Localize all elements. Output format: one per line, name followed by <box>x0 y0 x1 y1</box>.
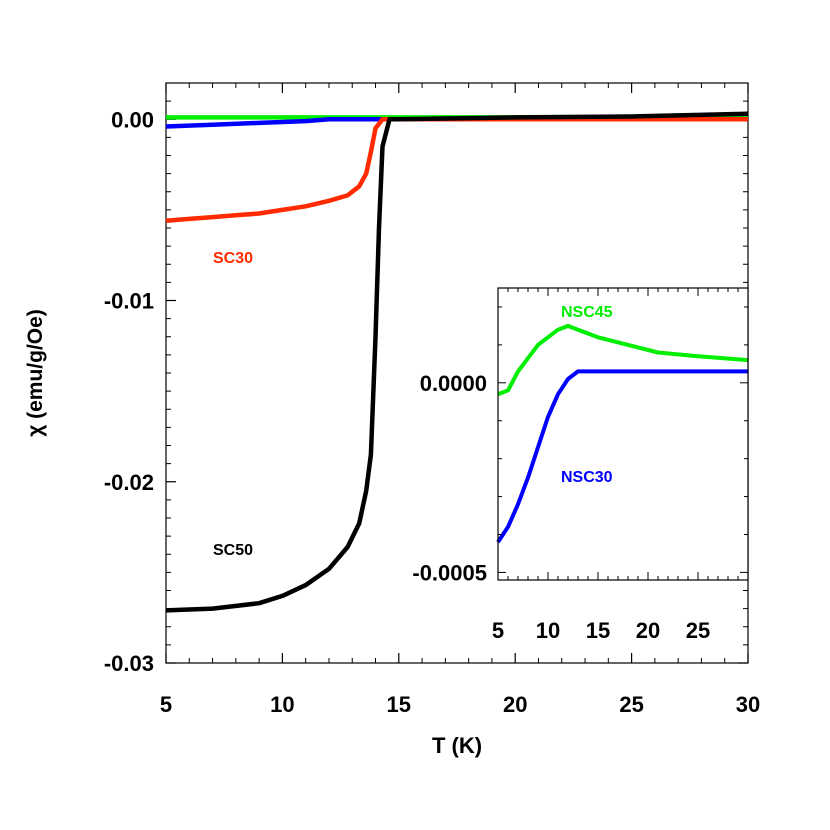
inset-y-tick-label: 0.0000 <box>420 371 487 396</box>
y-tick-label: 0.00 <box>111 107 154 132</box>
inset-plot-frame <box>497 287 749 581</box>
x-tick-label: 25 <box>619 692 643 717</box>
series-line-nsc30 <box>165 117 748 129</box>
inset-x-tick-label: 5 <box>492 618 504 643</box>
y-tick-label: -0.01 <box>104 289 154 314</box>
main-tick-labels: 5 10 15 20 25 30 0.00 -0.01 -0.02 -0.03 <box>104 107 760 717</box>
inset-series-group <box>496 323 749 544</box>
x-tick-label: 20 <box>503 692 527 717</box>
series-label-sc30: SC30 <box>213 250 253 267</box>
x-tick-label: 10 <box>270 692 294 717</box>
y-axis-title: χ (emu/g/Oe) <box>24 309 47 437</box>
inset-series-line-nsc30 <box>496 369 748 544</box>
main-series-group <box>165 111 749 613</box>
x-tick-label: 15 <box>387 692 411 717</box>
inset-x-tick-label: 25 <box>686 618 710 643</box>
inset-x-tick-label: 20 <box>636 618 660 643</box>
series-line-sc30 <box>165 117 748 224</box>
x-tick-label: 5 <box>160 692 172 717</box>
series-label-sc50: SC50 <box>213 542 253 559</box>
inset-tick-labels: 5 10 15 20 25 0.0000 -0.0005 <box>412 371 710 643</box>
inset-x-tick-label: 10 <box>536 618 560 643</box>
x-tick-label: 30 <box>736 692 760 717</box>
inset-y-tick-label: -0.0005 <box>412 560 487 585</box>
y-tick-label: -0.02 <box>104 470 154 495</box>
y-tick-label: -0.03 <box>104 651 154 676</box>
series-line-sc50 <box>165 111 749 613</box>
inset-background <box>498 288 748 580</box>
series-label-nsc30: NSC30 <box>561 469 613 486</box>
inset-x-tick-label: 15 <box>586 618 610 643</box>
series-label-nsc45: NSC45 <box>561 304 613 321</box>
x-axis-title: T (K) <box>432 733 482 758</box>
inset-axis-ticks <box>497 288 748 580</box>
inset-series-line-nsc45 <box>497 323 749 397</box>
